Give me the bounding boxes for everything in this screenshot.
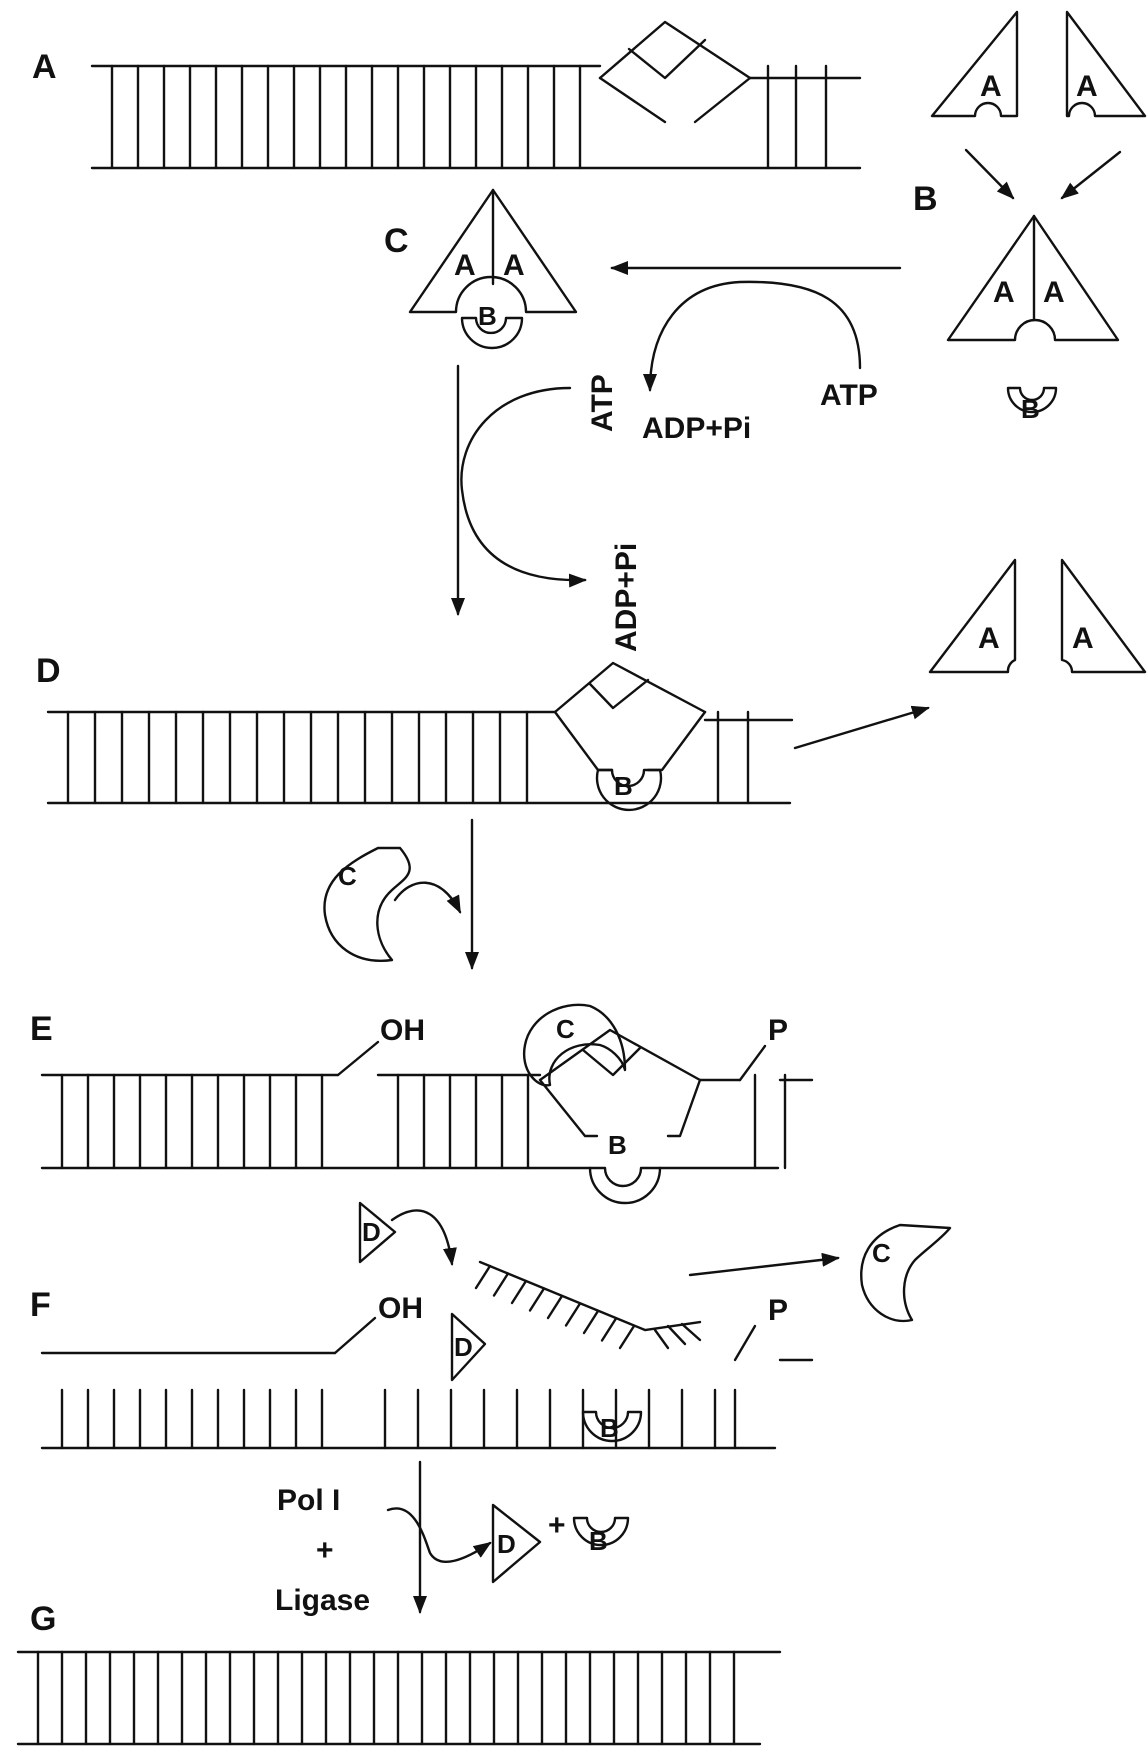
phosphate-end-f: P: [768, 1294, 788, 1327]
uvra-label: A: [978, 622, 1000, 655]
step-e: E B C OH: [30, 1005, 812, 1203]
uvra-monomer-left: A: [932, 12, 1017, 116]
uvrb-bound-f: B: [583, 1412, 641, 1443]
step-c: C A A B ATP ADP+Pi: [384, 190, 900, 445]
step-label-f: F: [30, 1286, 51, 1324]
dna-duplex-a: [92, 22, 860, 168]
adp-pi-label-vertical: ADP+Pi: [610, 543, 643, 652]
oligo-base: [548, 1296, 562, 1318]
ligase-label: Ligase: [275, 1584, 370, 1617]
step-a: A: [32, 22, 860, 168]
uvrc-release-arrow: [690, 1258, 838, 1275]
oligo-base: [682, 1324, 700, 1340]
excised-oligo: [476, 1262, 700, 1348]
oligo-base: [602, 1319, 616, 1341]
step-label-g: G: [30, 1600, 56, 1638]
uvra2-uvrb-complex: A A B: [410, 190, 576, 348]
atp-hydrolysis-arrow-2: [461, 388, 585, 580]
uvra-label: A: [454, 249, 476, 282]
uvrb-label: B: [589, 1526, 608, 1556]
uvrb-label: B: [614, 771, 633, 801]
step-b: A A B A A B: [913, 12, 1145, 424]
plus-label: +: [316, 1534, 334, 1567]
damage-lesion-d: [555, 663, 705, 770]
uvrc-label: C: [338, 861, 357, 891]
uvra-released-right: A: [1062, 560, 1145, 672]
step-d: D B A A: [36, 560, 1145, 810]
dna-duplex-f: B D: [42, 1262, 812, 1448]
uvra-dimer-b: A A: [948, 216, 1118, 340]
uvrd-label: D: [454, 1332, 473, 1362]
oligo-base: [512, 1281, 526, 1303]
oligo-base: [668, 1326, 685, 1344]
oligo-base: [530, 1289, 544, 1311]
step-label-d: D: [36, 652, 61, 690]
release-arrow-g: [388, 1508, 490, 1561]
step-label-b: B: [913, 180, 938, 218]
damage-lesion-a: [600, 22, 750, 122]
step-label-a: A: [32, 48, 57, 86]
uvrb-label: B: [608, 1130, 627, 1160]
dna-duplex-g-repaired: [18, 1652, 780, 1744]
uvrc-binding-arrow: [395, 883, 460, 912]
oligo-base: [655, 1330, 668, 1348]
uvrb-bound-e: B: [590, 1130, 660, 1203]
uvra-release-arrow: [795, 708, 928, 748]
step-f: F B D OH P: [30, 1262, 812, 1448]
uvrd-label: D: [497, 1529, 516, 1559]
uvra-released-left: A: [930, 560, 1015, 672]
uvrd-bound-f: D: [452, 1314, 485, 1380]
uvra-monomer-right: A: [1067, 12, 1145, 116]
uvrc-label: C: [872, 1238, 891, 1268]
dna-duplex-d: B: [48, 663, 792, 810]
oligo-base: [584, 1311, 598, 1333]
uvrc-incoming: C: [324, 848, 409, 961]
uvrd-released: D: [493, 1505, 540, 1582]
hydroxyl-end-f: OH: [378, 1292, 423, 1325]
step-label-e: E: [30, 1010, 53, 1048]
uvrd-incoming: D: [360, 1203, 395, 1262]
uvrc-label: C: [556, 1014, 575, 1044]
atp-label-vertical: ATP: [586, 374, 619, 432]
uvrb-label: B: [478, 301, 497, 331]
adp-pi-label: ADP+Pi: [642, 412, 751, 445]
uvrc-released: C: [861, 1225, 950, 1321]
damage-lesion-e: [540, 1030, 700, 1136]
uvra-label: A: [503, 249, 525, 282]
uvra-label: A: [993, 276, 1015, 309]
plus-sign: +: [548, 1509, 566, 1542]
dimerize-arrow-left: [966, 150, 1013, 198]
uvrd-label: D: [362, 1217, 381, 1247]
pol-i-label: Pol I: [277, 1484, 340, 1517]
step-label-c: C: [384, 222, 409, 260]
uvrb-label: B: [1021, 394, 1040, 424]
uvrb-free: B: [1008, 388, 1056, 424]
uvrb-label: B: [600, 1413, 619, 1443]
uvrd-binding-arrow: [392, 1210, 452, 1264]
uvra-label: A: [980, 70, 1002, 103]
atp-label: ATP: [820, 379, 878, 412]
uvra-label: A: [1072, 622, 1094, 655]
uvrb-released: B: [574, 1518, 628, 1556]
hydroxyl-end-e: OH: [380, 1014, 425, 1047]
uvra-label: A: [1043, 276, 1065, 309]
uvra-label: A: [1076, 70, 1098, 103]
phosphate-end-e: P: [768, 1014, 788, 1047]
oligo-base: [494, 1274, 508, 1296]
oligo-base: [566, 1304, 580, 1326]
step-g: G: [18, 1600, 780, 1744]
oligo-base: [620, 1326, 634, 1348]
dna-duplex-e: B C: [42, 1005, 812, 1203]
oligo-base: [476, 1266, 490, 1288]
atp-hydrolysis-arrow-1: [650, 282, 860, 390]
dimerize-arrow-right: [1062, 152, 1120, 198]
